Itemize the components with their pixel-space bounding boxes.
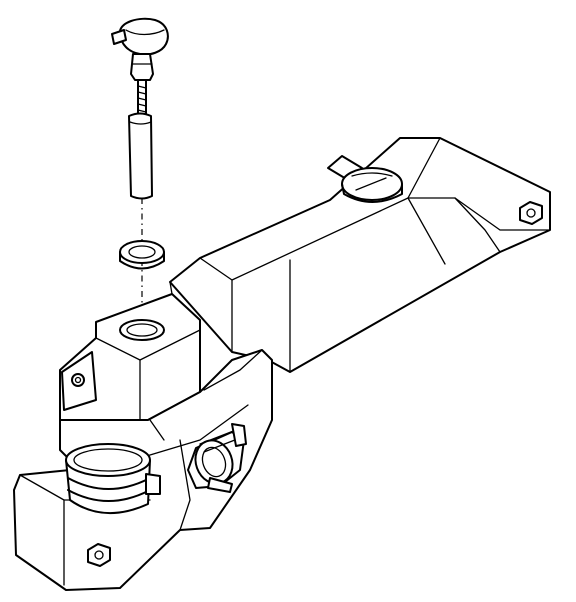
dipstick-knob [118,17,169,56]
reservoir-tank [13,137,551,591]
mounting-nut-bottom [87,543,111,567]
grommet [119,240,165,270]
dipstick [111,17,169,200]
mounting-tab-left [61,351,97,411]
filler-cap [327,155,403,203]
dipstick-tube [128,112,153,200]
filler-neck [65,443,161,514]
mounting-nut [519,201,543,225]
side-outlet [187,423,247,493]
hose-clamp [67,477,151,490]
